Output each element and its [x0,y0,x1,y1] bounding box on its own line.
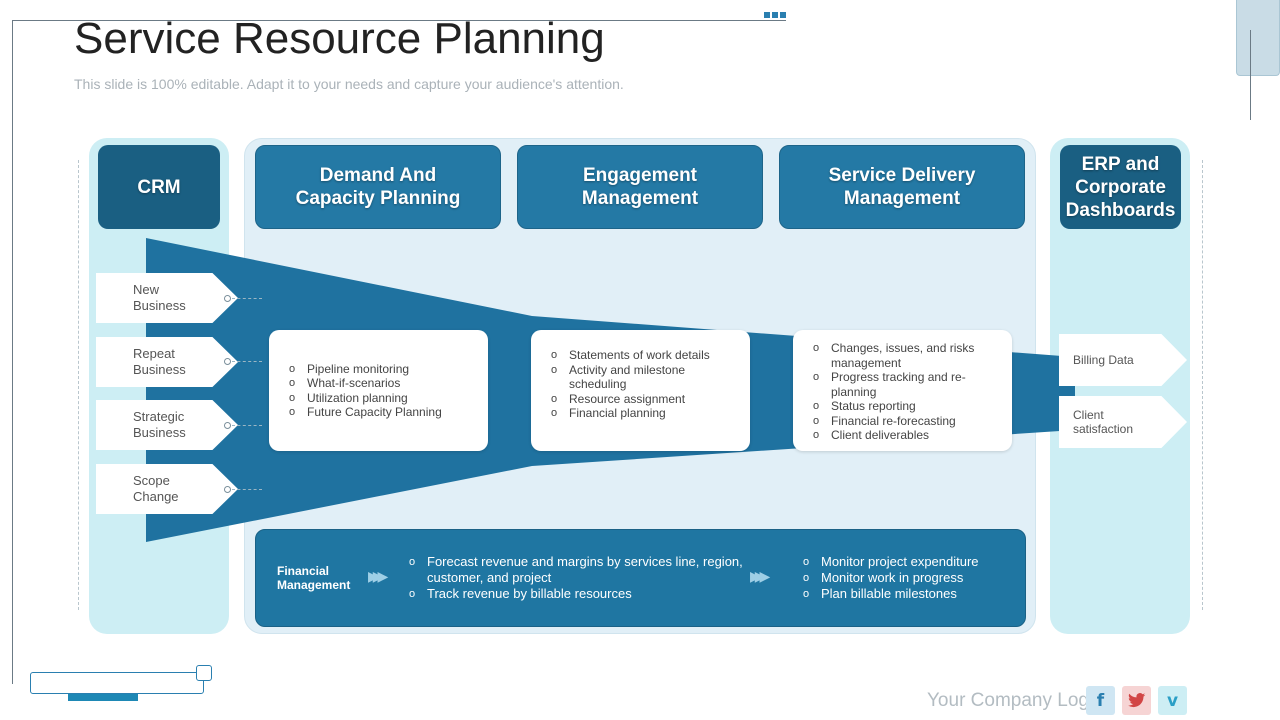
list-item: Pipeline monitoring [287,362,442,377]
chevron-right-icon: ▶▶▶ [368,568,388,584]
bottom-box-decoration [30,672,204,694]
list-item: Activity and milestone scheduling [549,363,724,392]
connector-dot [224,295,231,302]
service-delivery-card: Changes, issues, and risks management Pr… [793,330,1012,451]
list-item: Monitor work in progress [803,570,1013,586]
corner-tab-decoration [1236,0,1280,76]
twitter-icon[interactable] [1122,686,1151,715]
connector-dot [224,422,231,429]
list-item: Resource assignment [549,392,724,407]
financial-forecast-list: Forecast revenue and margins by services… [409,554,754,602]
bottom-small-box-decoration [196,665,212,681]
list-item: Track revenue by billable resources [409,586,754,602]
list-item: Financial re-forecasting [811,414,981,429]
list-item: Future Capacity Planning [287,405,442,420]
erp-output-client-satisfaction: Client satisfaction [1059,396,1187,448]
list-item: Utilization planning [287,391,442,406]
demand-capacity-header: Demand And Capacity Planning [255,145,501,229]
list-item: Progress tracking and re-planning [811,370,981,399]
frame-dots-decoration [764,12,786,18]
connector-dot [224,486,231,493]
vimeo-icon[interactable]: v [1158,686,1187,715]
list-item: Changes, issues, and risks management [811,341,981,370]
crm-header: CRM [98,145,220,229]
demand-capacity-card: Pipeline monitoring What-if-scenarios Ut… [269,330,488,451]
bottom-bar-decoration [68,694,138,701]
engagement-card: Statements of work details Activity and … [531,330,750,451]
dashed-guide [78,160,1203,610]
frame-line-horizontal [12,20,786,21]
corner-line-decoration [1250,30,1251,120]
list-item: Statements of work details [549,348,724,363]
connector-line [232,361,262,362]
connector-line [232,425,262,426]
list-item: Client deliverables [811,428,981,443]
list-item: What-if-scenarios [287,376,442,391]
engagement-header: Engagement Management [517,145,763,229]
chevron-right-icon: ▶▶▶ [750,568,770,584]
facebook-icon[interactable]: f [1086,686,1115,715]
company-logo-text: Your Company Logo [927,690,1100,711]
erp-header: ERP and Corporate Dashboards [1060,145,1181,229]
page-subtitle: This slide is 100% editable. Adapt it to… [74,76,624,92]
connector-line [232,298,262,299]
list-item: Plan billable milestones [803,586,1013,602]
financial-monitor-list: Monitor project expenditure Monitor work… [803,554,1013,602]
frame-line-vertical [12,20,13,684]
list-item: Forecast revenue and margins by services… [409,554,754,586]
list-item: Financial planning [549,406,724,421]
financial-management-label: Financial Management [277,564,351,592]
connector-dot [224,358,231,365]
list-item: Monitor project expenditure [803,554,1013,570]
service-delivery-header: Service Delivery Management [779,145,1025,229]
erp-output-billing-data: Billing Data [1059,334,1187,386]
list-item: Status reporting [811,399,981,414]
connector-line [232,489,262,490]
page-title: Service Resource Planning [74,14,605,63]
